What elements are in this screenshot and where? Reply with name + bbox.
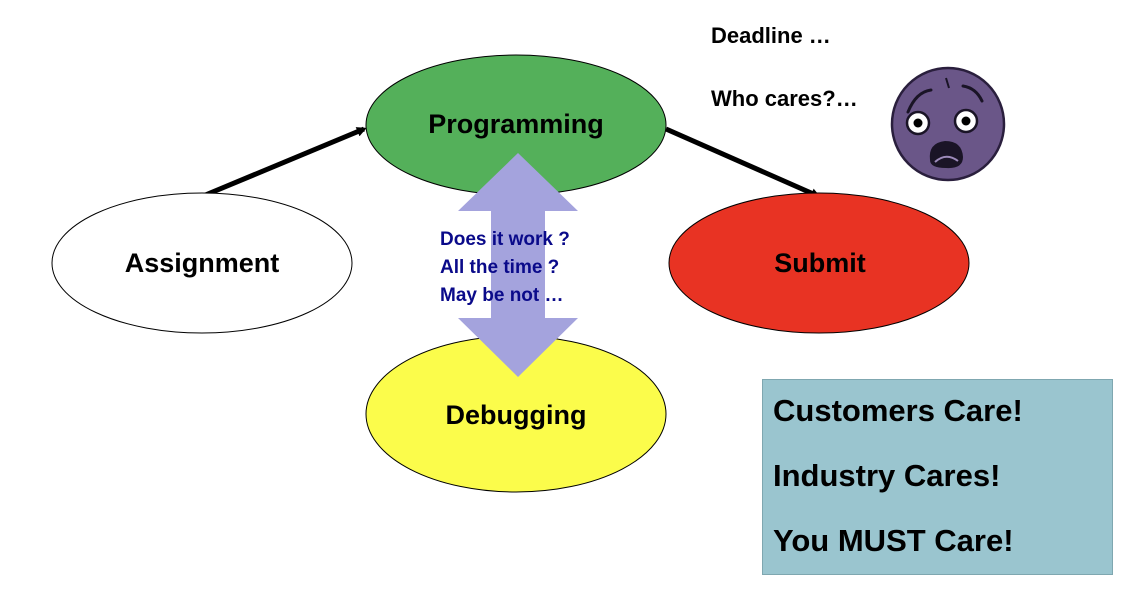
care-line-industry: Industry Cares!	[773, 458, 1001, 493]
who-cares-note: Who cares?…	[711, 86, 858, 111]
question-line: All the time ?	[440, 257, 560, 278]
question-line: Does it work ?	[440, 229, 570, 250]
arrow-programming-to-submit	[664, 126, 821, 199]
care-box: Customers Care! Industry Cares! You MUST…	[762, 379, 1113, 575]
assignment-label: Assignment	[125, 248, 280, 278]
care-line-customers: Customers Care!	[773, 393, 1023, 428]
deadline-note: Deadline …	[711, 23, 831, 48]
submit-node	[668, 192, 970, 334]
question-line: May be not …	[440, 285, 564, 306]
assignment-node	[51, 192, 353, 334]
care-line-you: You MUST Care!	[773, 523, 1014, 558]
debugging-label: Debugging	[446, 400, 587, 430]
programming-label: Programming	[428, 109, 604, 139]
submit-label: Submit	[774, 248, 866, 278]
bidirectional-arrow	[458, 153, 578, 377]
arrow-assignment-to-programming	[202, 126, 367, 199]
worried-face-icon	[890, 66, 1006, 182]
